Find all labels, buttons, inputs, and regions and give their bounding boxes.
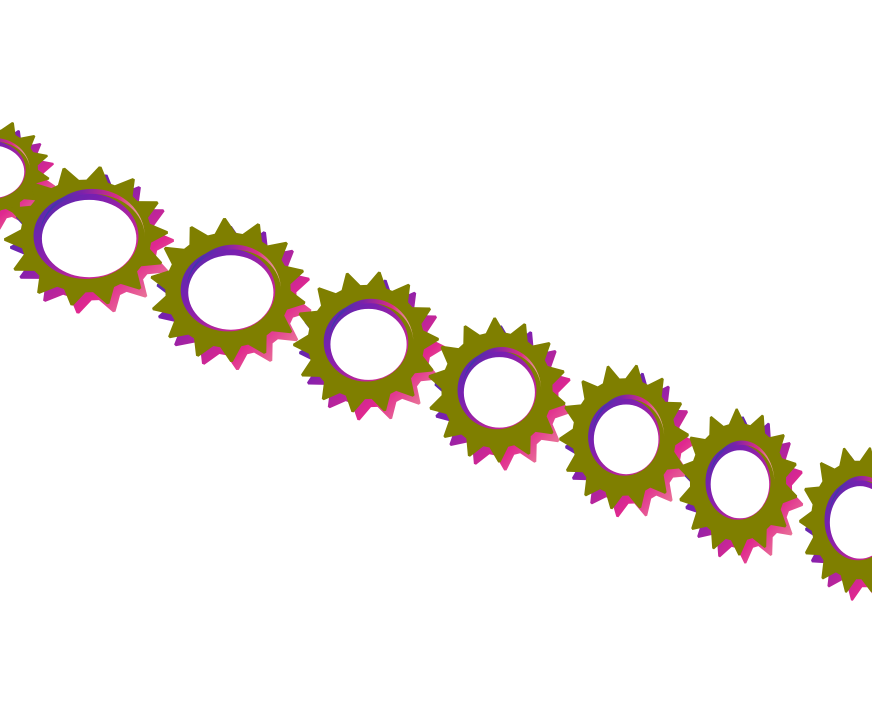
gear-face [428, 317, 566, 463]
gear [4, 166, 174, 314]
gear-hole [593, 404, 659, 475]
gear-hole [463, 357, 535, 428]
gear-hole [188, 255, 274, 330]
gear-hole [330, 308, 407, 380]
gear-hole [0, 146, 25, 198]
gear-face [0, 122, 50, 216]
gear-face [678, 408, 798, 556]
gear-face [293, 271, 439, 413]
gear [678, 408, 804, 564]
gear-face [559, 364, 689, 510]
gear [428, 317, 572, 471]
gear [293, 271, 445, 421]
gear-hole-wall [828, 475, 872, 521]
gear [150, 218, 312, 370]
gear-face [799, 447, 872, 593]
gear-hole-wall [0, 138, 30, 171]
gear-chain [0, 122, 872, 601]
gear-hole [41, 199, 137, 278]
gear-face [150, 218, 306, 362]
gear-hole [829, 486, 872, 559]
gear [559, 364, 695, 518]
gear [799, 447, 872, 601]
gear-hole [710, 450, 770, 519]
